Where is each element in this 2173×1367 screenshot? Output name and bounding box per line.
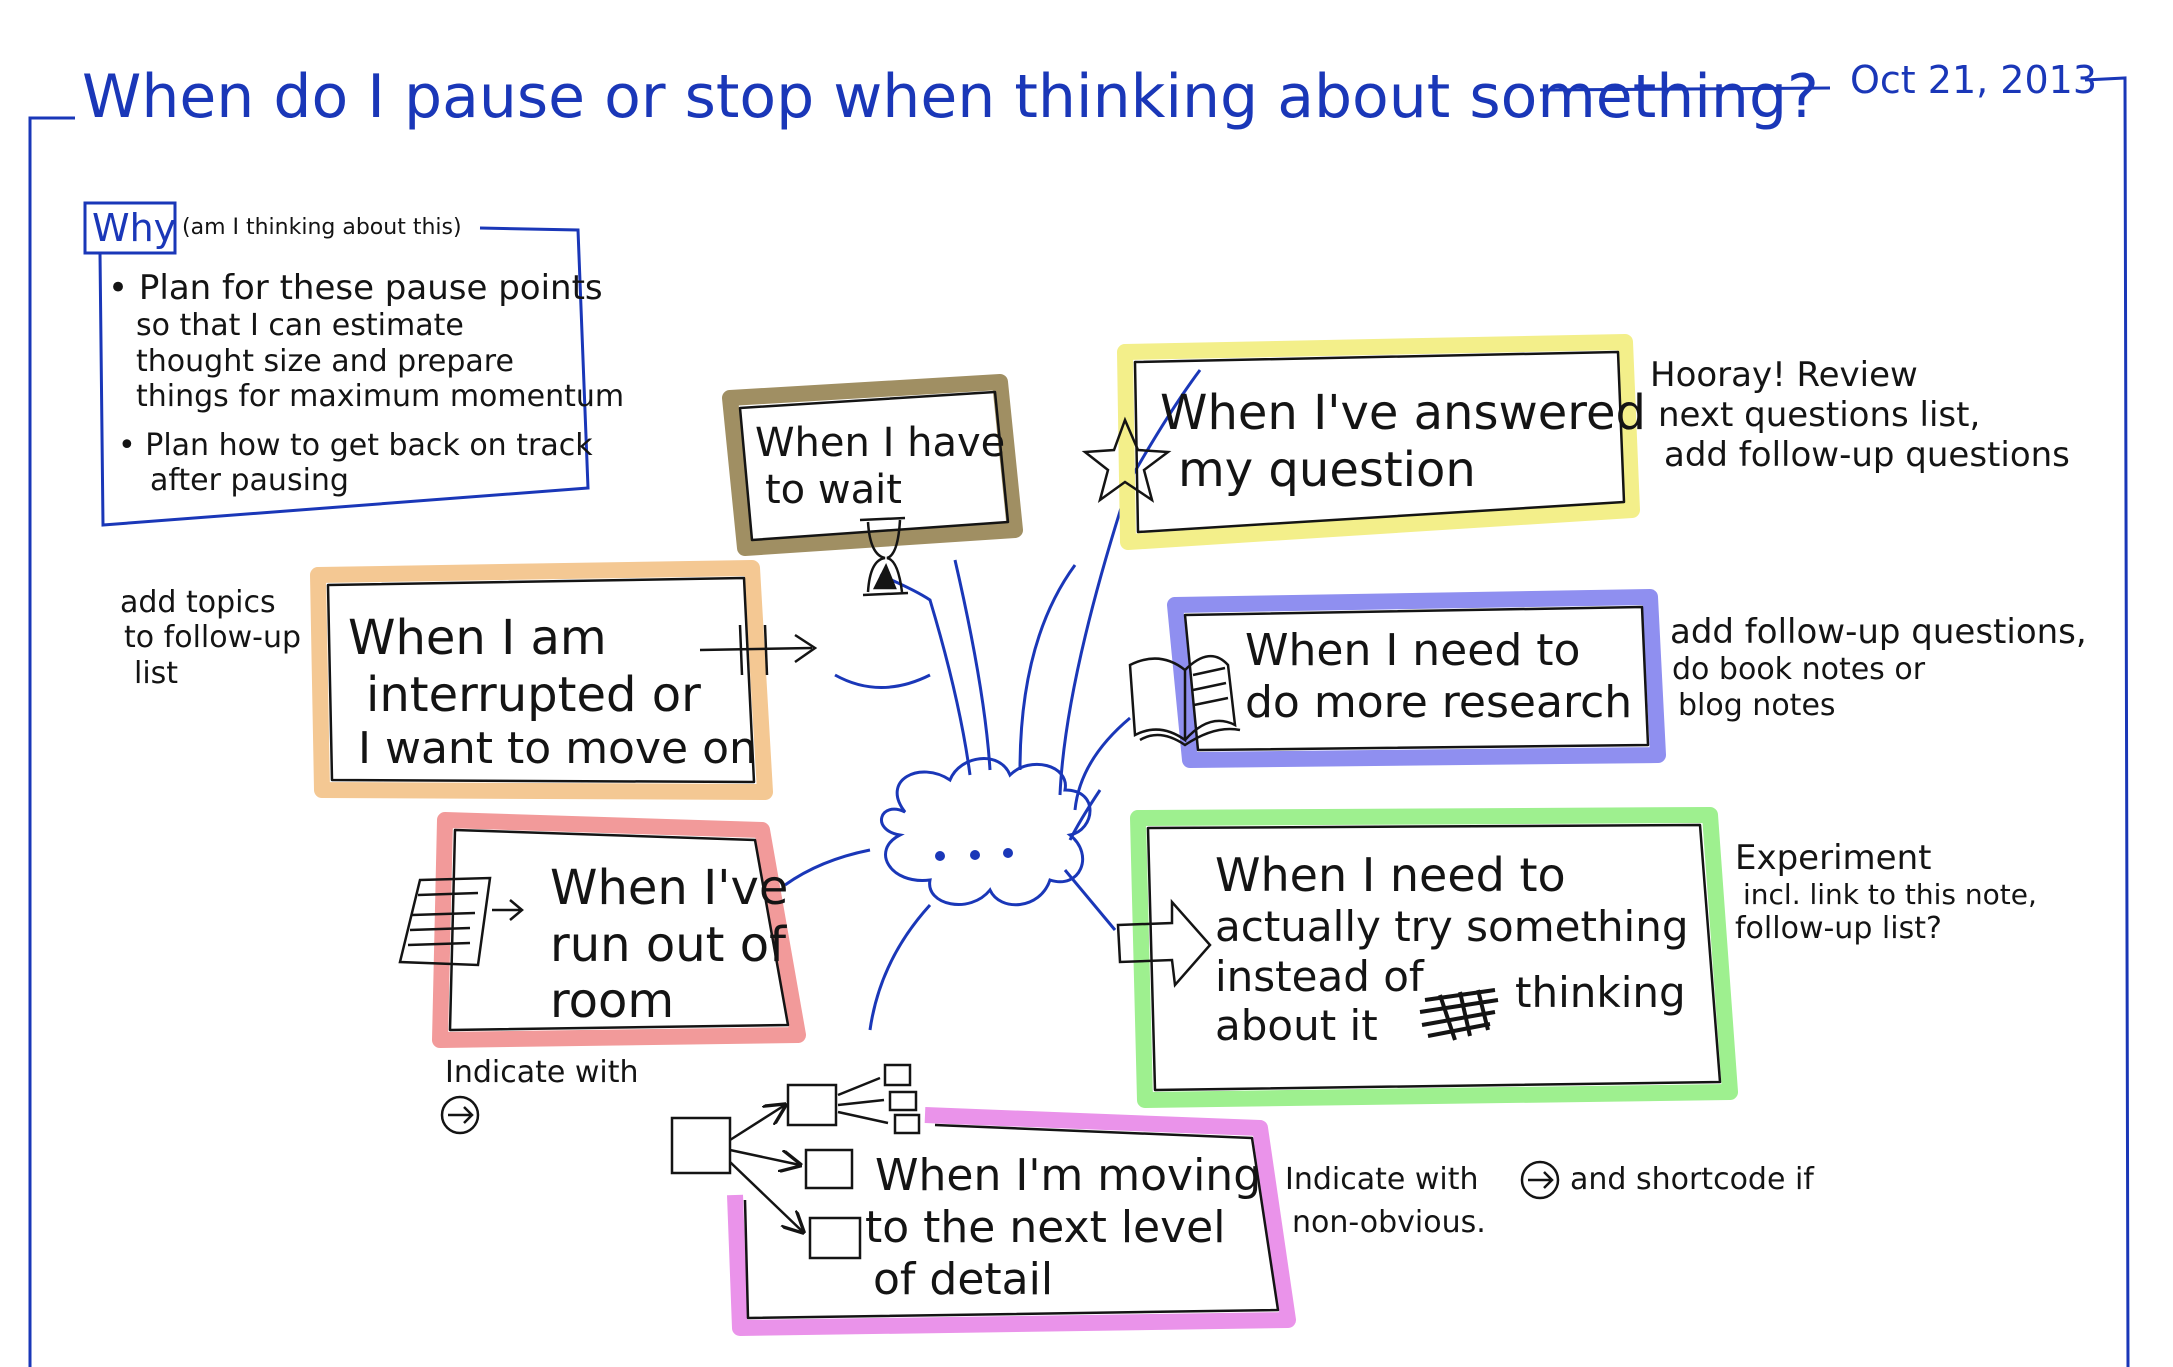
note-try-line-1: Experiment xyxy=(1735,838,1932,878)
note-interrupted-line-1: add topics xyxy=(120,585,276,620)
note-room: Indicate with xyxy=(445,1055,639,1090)
star-icon xyxy=(1081,416,1172,504)
node-room-line-2: run out of xyxy=(550,916,786,973)
why-bullet-1-line-4: things for maximum momentum xyxy=(136,378,625,414)
node-try-line-3: instead of xyxy=(1215,951,1424,1001)
node-research-line-2: do more research xyxy=(1245,676,1633,728)
node-detail-line-3: of detail xyxy=(873,1253,1054,1305)
note-interrupted: add topics to follow-up list xyxy=(120,585,301,691)
node-answered-line-2: my question xyxy=(1178,441,1476,498)
why-bullet-1: • Plan for these pause points so that I … xyxy=(108,268,624,414)
node-interrupted-line-3: I want to move on xyxy=(358,723,757,775)
why-bullet-1-line-3: thought size and prepare xyxy=(136,343,514,379)
connector-lines xyxy=(784,369,1202,1031)
node-research-line-1: When I need to xyxy=(1245,625,1581,676)
node-detail: When I'm moving to the next level of det… xyxy=(865,1150,1262,1306)
node-answered: When I've answered my question xyxy=(1160,385,1646,498)
page-title: When do I pause or stop when thinking ab… xyxy=(82,62,1819,132)
note-try-line-3: follow-up list? xyxy=(1735,911,1942,947)
interrupted-frame xyxy=(310,560,773,800)
node-detail-line-2: to the next level xyxy=(865,1201,1226,1253)
center-label: ... xyxy=(932,818,933,819)
why-bullet-1-line-1: • Plan for these pause points xyxy=(108,268,603,308)
note-detail-line-1: Indicate with xyxy=(1285,1162,1479,1197)
node-interrupted: When I am interrupted or I want to move … xyxy=(348,610,757,775)
node-research: When I need to do more research xyxy=(1245,625,1632,729)
node-interrupted-line-1: When I am xyxy=(348,610,607,666)
answered-frame xyxy=(1117,334,1640,550)
node-try-line-5: about it xyxy=(1215,1001,1378,1051)
note-answered: Hooray! Review next questions list, add … xyxy=(1650,355,2070,475)
node-wait: When I have to wait xyxy=(755,420,1005,514)
detail-frame xyxy=(727,1107,1296,1336)
note-research-line-3: blog notes xyxy=(1678,687,1836,723)
why-box-frame xyxy=(83,201,590,527)
node-wait-line-1: When I have xyxy=(755,420,1006,466)
note-answered-line-3: add follow-up questions xyxy=(1664,435,2070,476)
node-interrupted-line-2: interrupted or xyxy=(366,666,701,723)
node-try-line-2: actually try something xyxy=(1215,902,1689,952)
branching-boxes-icon xyxy=(670,1063,921,1260)
why-bullet-1-line-2: so that I can estimate xyxy=(136,308,464,344)
note-try-line-2: incl. link to this note, xyxy=(1743,878,2037,912)
center-dots xyxy=(935,848,1013,861)
why-bullet-2: • Plan how to get back on track after pa… xyxy=(118,428,593,499)
page-date: Oct 21, 2013 xyxy=(1850,58,2097,102)
hollow-arrow-icon xyxy=(1116,898,1212,988)
hourglass-icon xyxy=(859,516,909,597)
full-page-icon xyxy=(398,876,524,967)
note-try: Experiment incl. link to this note, foll… xyxy=(1735,838,2037,947)
node-room-line-3: room xyxy=(550,973,675,1030)
why-subtitle: (am I thinking about this) xyxy=(182,215,462,240)
page-frame xyxy=(28,76,2130,1367)
note-answered-line-1: Hooray! Review xyxy=(1650,355,1918,395)
note-interrupted-line-3: list xyxy=(134,655,179,691)
why-tag: Why xyxy=(92,206,177,250)
note-interrupted-line-2: to follow-up xyxy=(124,620,302,656)
why-bullet-2-line-2: after pausing xyxy=(150,463,349,499)
node-answered-line-1: When I've answered xyxy=(1160,385,1646,441)
node-detail-line-1: When I'm moving xyxy=(875,1150,1262,1201)
node-try-line-1: When I need to xyxy=(1215,848,1566,902)
try-frame xyxy=(1130,807,1738,1108)
note-research-line-2: do book notes or xyxy=(1672,652,1926,688)
why-bullet-2-line-1: • Plan how to get back on track xyxy=(118,428,593,463)
node-room: When I've run out of room xyxy=(550,860,788,1030)
node-try-line-4: thinking xyxy=(1515,968,1686,1017)
circled-arrow-icon xyxy=(440,1095,1560,1200)
note-answered-line-2: next questions list, xyxy=(1658,395,1981,436)
note-research-line-1: add follow-up questions, xyxy=(1670,612,2087,652)
scribble-mark xyxy=(1419,988,1499,1041)
note-research: add follow-up questions, do book notes o… xyxy=(1670,612,2087,723)
node-try: When I need to actually try something in… xyxy=(1215,848,1689,1051)
note-detail-line-3: non-obvious. xyxy=(1292,1205,1486,1240)
wait-frame xyxy=(722,374,1023,556)
open-book-icon xyxy=(1128,655,1241,747)
center-cloud xyxy=(880,757,1092,907)
node-wait-line-2: to wait xyxy=(765,467,902,514)
skip-arrow-icon xyxy=(699,624,818,676)
node-room-line-1: When I've xyxy=(550,860,789,916)
note-detail-line-2: and shortcode if xyxy=(1570,1162,1814,1197)
